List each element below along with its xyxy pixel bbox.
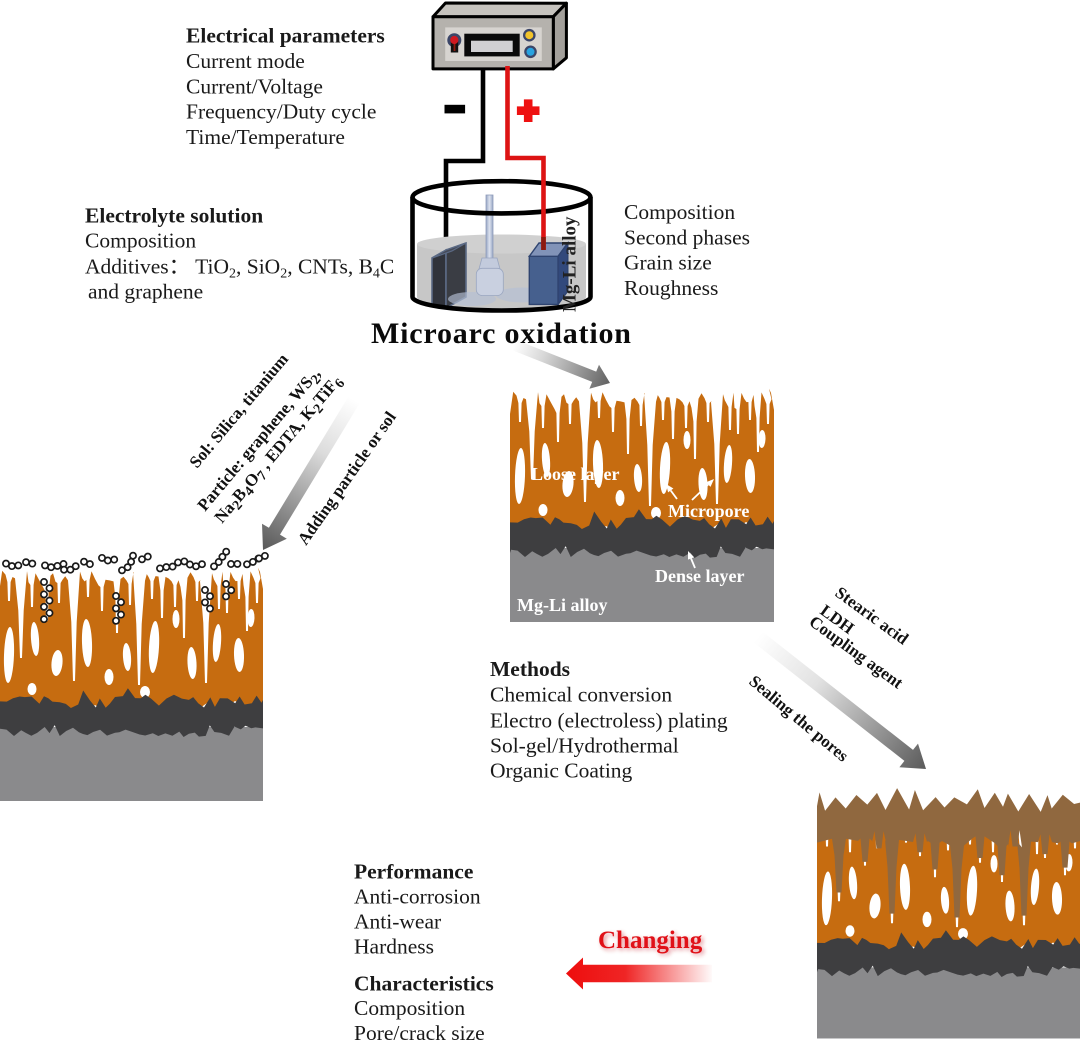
svg-text:Grain size: Grain size <box>624 251 712 275</box>
svg-text:Pore/crack size: Pore/crack size <box>354 1021 485 1045</box>
svg-text:Characteristics: Characteristics <box>354 972 494 996</box>
svg-text:Roughness: Roughness <box>624 276 718 300</box>
svg-text:Changing: Changing <box>600 929 705 956</box>
svg-text:Performance: Performance <box>354 860 473 884</box>
svg-text:Current/Voltage: Current/Voltage <box>186 74 323 98</box>
svg-text:Current mode: Current mode <box>186 49 305 73</box>
svg-text:Changing: Changing <box>598 927 703 954</box>
svg-text:Second phases: Second phases <box>624 226 750 250</box>
svg-text:Electro (electroless) plating: Electro (electroless) plating <box>490 709 728 733</box>
svg-text:Anti-wear: Anti-wear <box>354 909 441 933</box>
svg-text:Frequency/Duty cycle: Frequency/Duty cycle <box>186 100 376 124</box>
svg-text:and graphene: and graphene <box>88 279 203 303</box>
svg-text:Electrical parameters: Electrical parameters <box>186 24 385 48</box>
svg-text:Mg-Li alloy: Mg-Li alloy <box>560 216 581 312</box>
svg-text:Chemical conversion: Chemical conversion <box>490 683 672 707</box>
svg-text:Mg-Li alloy: Mg-Li alloy <box>517 595 608 615</box>
svg-text:Sealing the pores: Sealing the pores <box>745 672 852 766</box>
svg-text:Time/Temperature: Time/Temperature <box>186 125 345 149</box>
svg-text:Composition: Composition <box>354 996 465 1020</box>
svg-text:Methods: Methods <box>490 657 570 681</box>
svg-text:Electrolyte solution: Electrolyte solution <box>85 203 263 227</box>
svg-text:Additives： TiO2, SiO2, CNTs,: Additives： TiO2, SiO2, CNTs, B4C <box>85 254 394 281</box>
svg-text:Microarc oxidation: Microarc oxidation <box>371 317 632 350</box>
svg-text:Anti-corrosion: Anti-corrosion <box>354 885 481 909</box>
svg-text:Sol-gel/Hydrothermal: Sol-gel/Hydrothermal <box>490 734 679 758</box>
svg-text:Loose layer: Loose layer <box>531 464 619 484</box>
svg-text:Composition: Composition <box>85 229 196 253</box>
svg-text:Micropore: Micropore <box>668 501 749 521</box>
svg-text:Organic Coating: Organic Coating <box>490 759 633 783</box>
svg-text:Dense layer: Dense layer <box>655 566 744 586</box>
svg-text:Hardness: Hardness <box>354 934 434 958</box>
svg-text:Composition: Composition <box>624 200 735 224</box>
